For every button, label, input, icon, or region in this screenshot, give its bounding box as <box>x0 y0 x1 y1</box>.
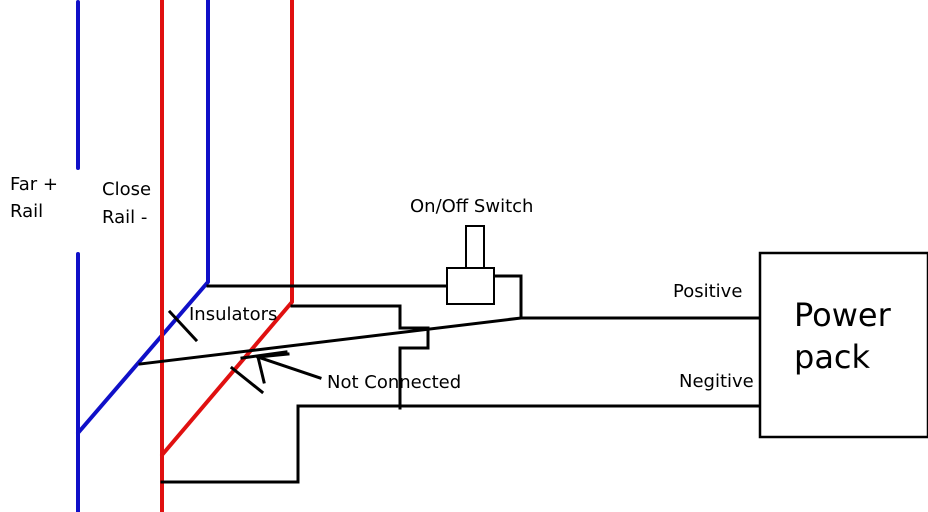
power-pack-box <box>758 251 928 439</box>
insulator-mark-2 <box>229 365 265 395</box>
return-wire <box>160 404 300 484</box>
close-rail-label-line-1: Close <box>102 179 152 200</box>
close-rail-lead <box>290 304 430 410</box>
positive-label: Positive <box>673 281 743 302</box>
not-connected-label: Not Connected <box>327 372 462 393</box>
insulators-label: Insulators <box>189 304 278 325</box>
on-off-switch[interactable] <box>446 225 495 305</box>
insulator-mark-1 <box>167 309 199 343</box>
far-rail-label-line-2: Rail <box>10 201 44 222</box>
power-pack-label-line-2: pack <box>794 338 871 376</box>
negative-label: Negitive <box>679 371 754 392</box>
far-rail-label-line-1: Far + <box>10 174 58 195</box>
close-rail-label-line-2: Rail - <box>102 207 148 228</box>
close-rail <box>160 0 294 512</box>
not-connected-arrow-line <box>256 355 322 380</box>
power-pack-label-line-1: Power <box>794 296 891 334</box>
switch-lever <box>465 225 485 269</box>
far-rail <box>76 0 210 512</box>
switch-body <box>446 267 495 305</box>
switch-output-wire <box>492 274 523 320</box>
jumper-wire <box>138 316 523 366</box>
switch-label: On/Off Switch <box>410 196 534 217</box>
wiring <box>138 274 762 484</box>
